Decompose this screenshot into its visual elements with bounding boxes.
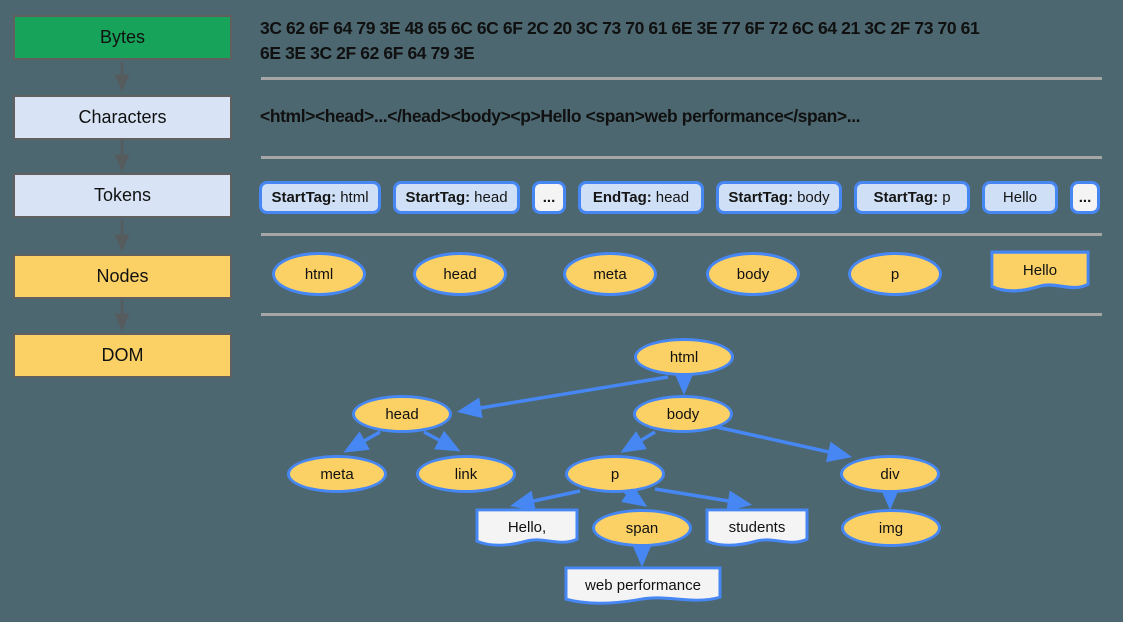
dom-node-hello-text: Hello,: [475, 508, 579, 549]
token-ellipsis-2: ...: [1070, 181, 1100, 214]
dom-node-span: span: [592, 509, 692, 547]
token-type: EndTag:: [592, 189, 652, 206]
edge-p-hello: [509, 489, 581, 512]
token-type: StartTag:: [728, 189, 794, 206]
divider-3: [261, 233, 1102, 236]
node-label: Hello,: [507, 518, 547, 536]
token-value: ...: [542, 189, 556, 206]
dom-node-students-text: students: [705, 508, 809, 549]
token-starttag-p: StartTag:p: [854, 181, 970, 214]
node-body: body: [706, 252, 800, 296]
token-endtag-head: EndTag:head: [578, 181, 704, 214]
token-starttag-body: StartTag:body: [716, 181, 842, 214]
dom-node-img: img: [841, 509, 941, 547]
token-value: head: [474, 189, 508, 206]
stage-dom: DOM: [13, 333, 232, 378]
node-p: p: [848, 252, 942, 296]
divider-2: [261, 156, 1102, 159]
stage-bytes: Bytes: [13, 15, 232, 60]
token-value: Hello: [1002, 189, 1038, 206]
token-ellipsis-1: ...: [532, 181, 566, 214]
node-label: students: [728, 518, 786, 536]
edge-head-link: [423, 430, 461, 452]
bytes-hex-text: 3C 62 6F 64 79 3E 48 65 6C 6C 6F 2C 20 3…: [260, 16, 1080, 66]
document-shape: [990, 250, 1090, 293]
stage-nodes: Nodes: [13, 254, 232, 299]
dom-node-link: link: [416, 455, 516, 493]
token-type: StartTag:: [405, 189, 471, 206]
edge-body-div: [711, 424, 853, 463]
dom-node-meta: meta: [287, 455, 387, 493]
node-meta: meta: [563, 252, 657, 296]
node-head: head: [413, 252, 507, 296]
token-type: StartTag:: [271, 189, 337, 206]
bytes-hex-line2: 6E 3E 3C 2F 62 6F 64 79 3E: [260, 43, 475, 63]
dom-node-body: body: [633, 395, 733, 433]
stage-tokens: Tokens: [13, 173, 232, 218]
stage-characters: Characters: [13, 95, 232, 140]
divider-4: [261, 313, 1102, 316]
dom-node-html: html: [634, 338, 734, 376]
token-starttag-html: StartTag:html: [259, 181, 381, 214]
dom-node-div: div: [840, 455, 940, 493]
dom-node-head: head: [352, 395, 452, 433]
token-value: html: [340, 189, 369, 206]
token-value: body: [797, 189, 830, 206]
token-value: head: [655, 189, 690, 206]
node-hello-text: Hello: [990, 250, 1090, 295]
token-starttag-head: StartTag:head: [393, 181, 520, 214]
edge-body-p: [620, 430, 656, 453]
document-shape: [705, 508, 809, 547]
divider-1: [261, 77, 1102, 80]
document-shape: [564, 566, 722, 605]
node-label: Hello: [1022, 262, 1058, 280]
edge-p-students: [654, 487, 753, 512]
edge-p-span: [621, 484, 648, 507]
characters-text: <html><head>...</head><body><p>Hello <sp…: [260, 106, 861, 126]
dom-node-p: p: [565, 455, 665, 493]
node-label: web performance: [585, 576, 701, 594]
token-row: StartTag:html StartTag:head ... EndTag:h…: [259, 181, 1100, 214]
dom-node-webperformance-text: web performance: [564, 566, 722, 607]
token-hello: Hello: [982, 181, 1058, 214]
token-value: p: [942, 189, 951, 206]
node-html: html: [272, 252, 366, 296]
edge-head-meta: [343, 430, 381, 453]
bytes-hex-line1: 3C 62 6F 64 79 3E 48 65 6C 6C 6F 2C 20 3…: [260, 18, 980, 38]
token-value: ...: [1078, 189, 1092, 206]
token-type: StartTag:: [873, 189, 939, 206]
document-shape: [475, 508, 579, 547]
